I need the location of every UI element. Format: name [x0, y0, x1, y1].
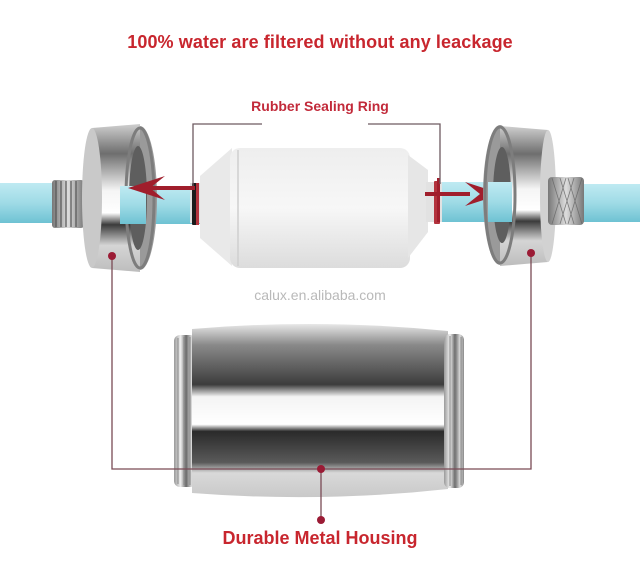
durable-metal-housing-label: Durable Metal Housing — [222, 528, 418, 548]
flow-arrow-left — [128, 176, 195, 200]
left-threaded-connector — [52, 180, 84, 228]
left-end-cap — [82, 124, 157, 272]
callout-dots — [108, 249, 535, 524]
rubber-sealing-ring-label: Rubber Sealing Ring — [251, 98, 389, 114]
ring-callout-lines — [192, 123, 441, 186]
headline: 100% water are filtered without any leac… — [127, 32, 513, 52]
sealing-ring-left — [192, 183, 197, 225]
right-knurled-connector — [548, 177, 584, 225]
filter-cartridge — [190, 148, 442, 268]
watermark: calux.en.alibaba.com — [254, 287, 386, 303]
right-end-cap — [483, 125, 556, 266]
metal-housing — [174, 323, 464, 498]
